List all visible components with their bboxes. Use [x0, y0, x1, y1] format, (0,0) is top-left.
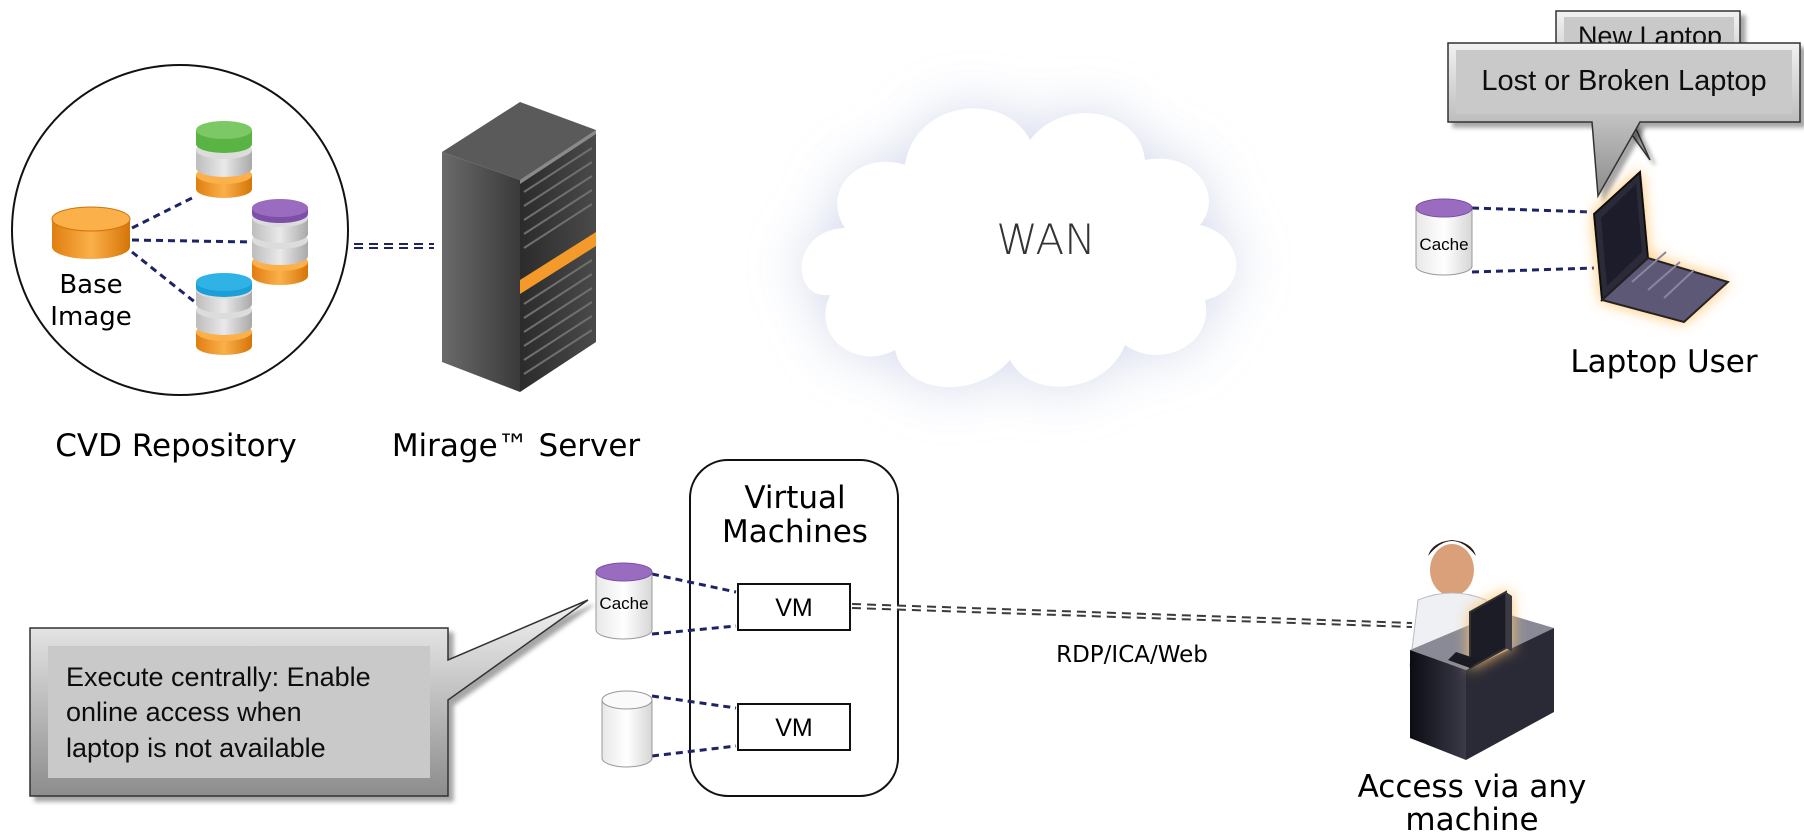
- empty-cache-disk-icon: [601, 690, 653, 768]
- repository-circle: [11, 64, 349, 396]
- purple-layer-disk-icon: [252, 199, 308, 285]
- vm-box-2: [737, 703, 851, 751]
- lost-laptop-label: Lost or Broken Laptop: [1481, 65, 1766, 97]
- vm-box-1-label: VM: [775, 594, 813, 622]
- green-layer-disk-icon: [196, 121, 252, 198]
- execute-callout-line1: Execute centrally: Enable: [66, 662, 371, 692]
- vm-box-1: [737, 583, 851, 631]
- server-rack-icon: [442, 102, 596, 392]
- virtual-machines-label-line1: Virtual: [744, 480, 845, 516]
- cvd-repository-label: CVD Repository: [55, 428, 296, 464]
- base-image-label-line1: Base: [59, 270, 122, 300]
- execute-callout-line2: online access when: [66, 697, 302, 727]
- laptop-icon: [1592, 169, 1730, 324]
- lost-laptop-callout: Lost or Broken Laptop: [1447, 42, 1801, 199]
- laptop-user-label: Laptop User: [1570, 344, 1758, 380]
- cvd-repository: Base Image: [11, 64, 349, 464]
- access-label-line2: machine: [1405, 802, 1538, 836]
- cloud-icon: [801, 108, 1237, 388]
- virtual-machines-label-line2: Machines: [722, 514, 868, 550]
- execute-callout-line3: laptop is not available: [66, 733, 326, 763]
- execute-centrally-callout: Execute centrally: Enable online access …: [29, 599, 589, 797]
- repository-links: [131, 194, 253, 305]
- vm-box-2-label: VM: [775, 714, 813, 742]
- server-orange-drive: [520, 232, 596, 294]
- access-label-line1: Access via any: [1358, 769, 1587, 805]
- wan-label: WAN: [996, 215, 1095, 264]
- blue-layer-disk-icon: [196, 273, 252, 355]
- rdp-link: [851, 603, 1413, 628]
- base-image-disk-icon: [51, 206, 131, 259]
- vm-cache-label: Cache: [599, 594, 648, 613]
- virtual-machines-group: Virtual Machines VM VM: [689, 459, 899, 797]
- laptop-cache: Cache: [1415, 198, 1595, 276]
- person-at-desk-icon: [1409, 540, 1554, 760]
- laptop-cache-label: Cache: [1419, 235, 1468, 254]
- protocol-label: RDP/ICA/Web: [1056, 642, 1208, 668]
- laptop-cache-disk-icon: [1415, 198, 1473, 276]
- vm-cache-links: [651, 572, 737, 758]
- mirage-server-label: Mirage™ Server: [392, 428, 641, 464]
- base-image-label-line2: Image: [50, 302, 131, 332]
- vm-cache-disk-icon: [595, 562, 653, 640]
